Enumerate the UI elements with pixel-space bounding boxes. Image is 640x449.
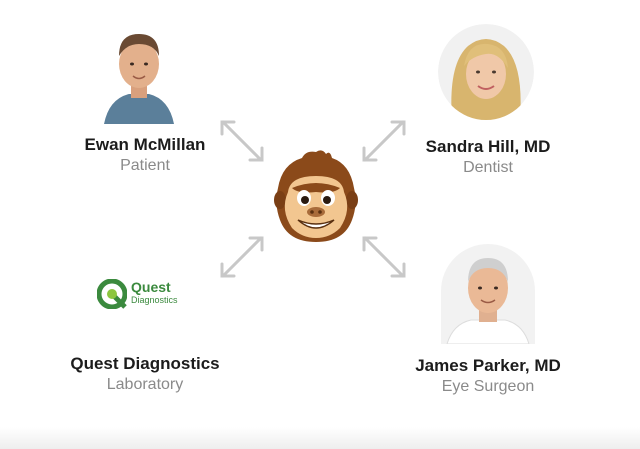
quest-q-icon — [97, 279, 127, 309]
quest-logo-sub: Diagnostics — [131, 295, 178, 305]
patient-avatar — [104, 24, 174, 124]
node-role: Eye Surgeon — [441, 378, 535, 395]
node-role: Patient — [120, 157, 170, 174]
surgeon-avatar — [441, 244, 535, 344]
node-role: Dentist — [463, 159, 513, 176]
arrow-lab-hub — [220, 236, 264, 278]
node-name: Sandra Hill, MD — [425, 137, 551, 156]
node-name: Quest Diagnostics — [70, 354, 220, 373]
quest-logo-word: Quest — [131, 279, 171, 295]
gorilla-mascot-icon — [274, 150, 358, 242]
dentist-avatar — [438, 24, 534, 120]
node-name: James Parker, MD — [415, 356, 561, 375]
quest-diagnostics-logo: Quest Diagnostics — [97, 279, 178, 309]
arrow-patient-hub — [220, 120, 264, 162]
bottom-fade — [0, 427, 640, 449]
node-dentist: Sandra Hill, MD Dentist — [400, 137, 576, 178]
node-laboratory: Quest Diagnostics Laboratory — [50, 354, 240, 395]
node-patient: Ewan McMillan Patient — [60, 135, 230, 176]
node-name: Ewan McMillan — [84, 135, 206, 154]
node-surgeon: James Parker, MD Eye Surgeon — [398, 356, 578, 397]
arrow-surgeon-hub — [362, 236, 406, 278]
arrow-dentist-hub — [362, 120, 406, 162]
node-role: Laboratory — [106, 376, 184, 393]
